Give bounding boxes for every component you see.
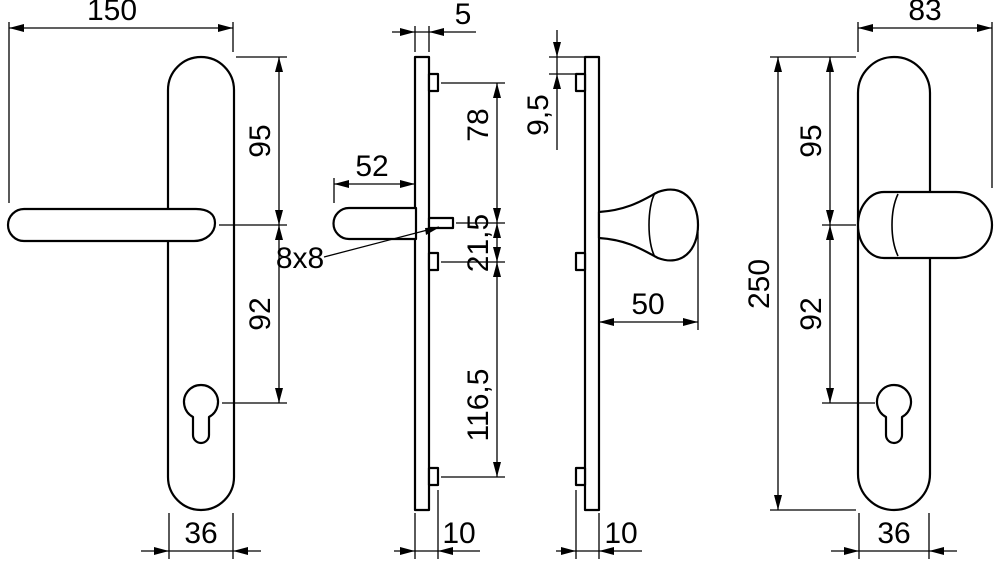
dimension-thickness-5: 5: [392, 0, 476, 52]
lever-plate-side: [413, 55, 431, 512]
dim-label-21-5: 21,5: [462, 214, 495, 272]
dim-label-83: 83: [908, 0, 941, 27]
knob-front-view: 83 250 95 92: [743, 0, 994, 559]
dimension-36-knob: 36: [831, 513, 957, 559]
dimension-92-lever: 92: [222, 225, 287, 404]
fixing-lug-middle-knob: [574, 251, 587, 272]
dim-label-9-5: 9,5: [522, 94, 555, 136]
euro-cylinder-keyhole: [182, 383, 220, 445]
dim-label-92-knob: 92: [795, 297, 828, 330]
fixing-lug-top: [427, 72, 440, 93]
dimension-95-lever: 95: [219, 56, 287, 226]
dimension-depth-10-knob: 10: [556, 490, 642, 559]
dim-label-10-lever: 10: [442, 517, 475, 550]
dimension-36-lever: 36: [141, 513, 261, 559]
dimension-95-knob: 95: [795, 57, 856, 226]
dim-label-95-lever: 95: [244, 124, 277, 157]
knob-front-contour: [891, 193, 899, 257]
spindle-callout-8x8: 8x8: [276, 226, 440, 275]
dimension-9-5: 9,5: [522, 30, 584, 150]
dim-label-36-lever: 36: [184, 517, 217, 550]
dim-label-78: 78: [462, 108, 495, 141]
label-spindle-8x8: 8x8: [276, 242, 324, 275]
dim-label-250: 250: [743, 259, 776, 309]
fixing-lug-bottom: [427, 466, 440, 487]
lever-side-view: 5 52 8x8 78 21,5 1: [276, 0, 505, 559]
knob-front: [856, 190, 994, 260]
dim-label-length-150: 150: [87, 0, 137, 27]
knob-contour-line: [648, 192, 656, 258]
dimension-chain-right: 78 21,5 116,5: [441, 82, 505, 478]
dim-label-116-5: 116,5: [462, 369, 495, 442]
knob-side-view: 9,5 50 10: [522, 30, 700, 559]
fixing-lug-top-knob: [574, 72, 587, 93]
dim-label-thickness-5: 5: [455, 0, 472, 31]
dim-label-95-knob: 95: [795, 124, 828, 157]
dimension-projection-52: 52: [333, 150, 415, 203]
dimension-knob-projection-50: 50: [598, 232, 699, 330]
fixing-lug-bottom-knob: [574, 466, 587, 487]
dim-label-52: 52: [355, 150, 388, 183]
dimension-92-knob: 92: [795, 225, 875, 404]
lever-handle-side: [332, 206, 418, 241]
dimension-total-width-83: 83: [857, 0, 993, 188]
dim-label-36-knob: 36: [877, 517, 910, 550]
lever-front-view: 150 95 92 36: [6, 0, 287, 559]
dimension-length-150: 150: [8, 0, 234, 203]
euro-cylinder-keyhole-knob: [875, 383, 913, 445]
dimension-height-250: 250: [743, 56, 856, 511]
lever-handle: [6, 207, 217, 243]
dim-label-10-knob: 10: [604, 517, 637, 550]
dim-label-50: 50: [631, 288, 664, 321]
fixing-lug-middle: [427, 251, 440, 272]
knob-backplate: [856, 55, 932, 512]
dim-label-92-lever: 92: [244, 297, 277, 330]
knob-plate-side: [583, 55, 601, 512]
dimension-depth-10-lever: 10: [394, 490, 480, 559]
spindle-8x8: [427, 216, 455, 230]
